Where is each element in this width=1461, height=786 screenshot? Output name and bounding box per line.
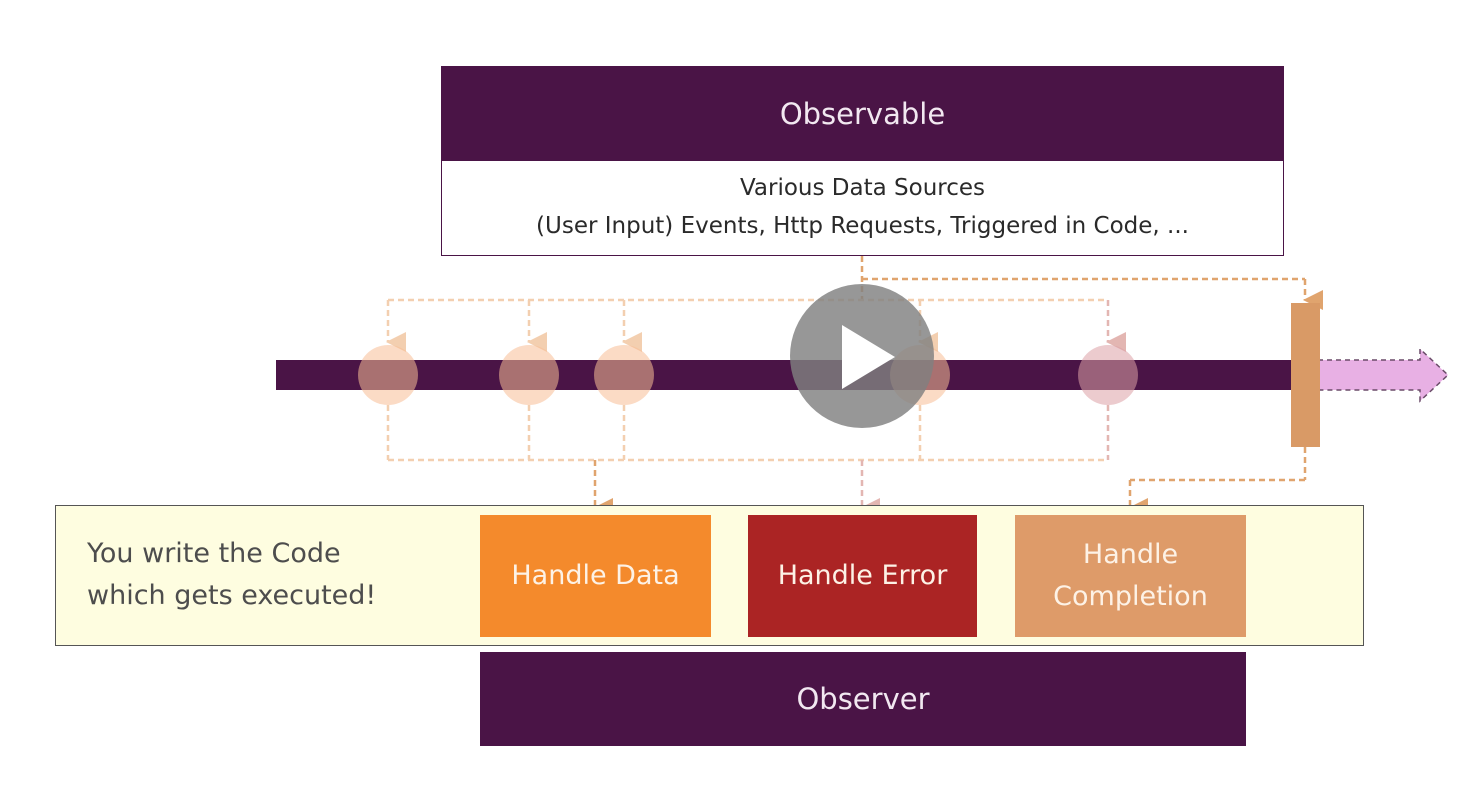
observer-title: Observer bbox=[480, 652, 1246, 746]
observer-title-text: Observer bbox=[796, 682, 930, 716]
play-button[interactable] bbox=[789, 283, 935, 429]
observable-title: Observable bbox=[441, 66, 1284, 162]
handle-completion-label-line1: Handle bbox=[1082, 539, 1179, 570]
handle-data-box: Handle Data bbox=[480, 515, 711, 637]
completion-marker bbox=[1291, 303, 1320, 447]
observable-title-text: Observable bbox=[779, 97, 946, 131]
code-caption-line2: which gets executed! bbox=[87, 580, 377, 611]
observable-sources-line2: (User Input) Events, Http Requests, Trig… bbox=[536, 213, 1189, 239]
code-caption-line1: You write the Code bbox=[87, 538, 341, 569]
observable-sources-line1: Various Data Sources bbox=[739, 175, 986, 201]
handle-data-label: Handle Data bbox=[511, 560, 680, 591]
handle-completion-box: Handle Completion bbox=[1015, 515, 1246, 637]
code-caption: You write the Code which gets executed! bbox=[87, 533, 467, 617]
observable-sources: Various Data Sources (User Input) Events… bbox=[441, 161, 1284, 256]
handle-error-label: Handle Error bbox=[777, 560, 948, 591]
handle-completion-label-line2: Completion bbox=[1053, 581, 1208, 612]
stream-bar bbox=[276, 360, 1296, 390]
emit-lines-bottom bbox=[386, 405, 1307, 518]
handle-error-box: Handle Error bbox=[748, 515, 977, 637]
play-icon bbox=[842, 325, 895, 389]
completion-arrow bbox=[1317, 347, 1450, 403]
